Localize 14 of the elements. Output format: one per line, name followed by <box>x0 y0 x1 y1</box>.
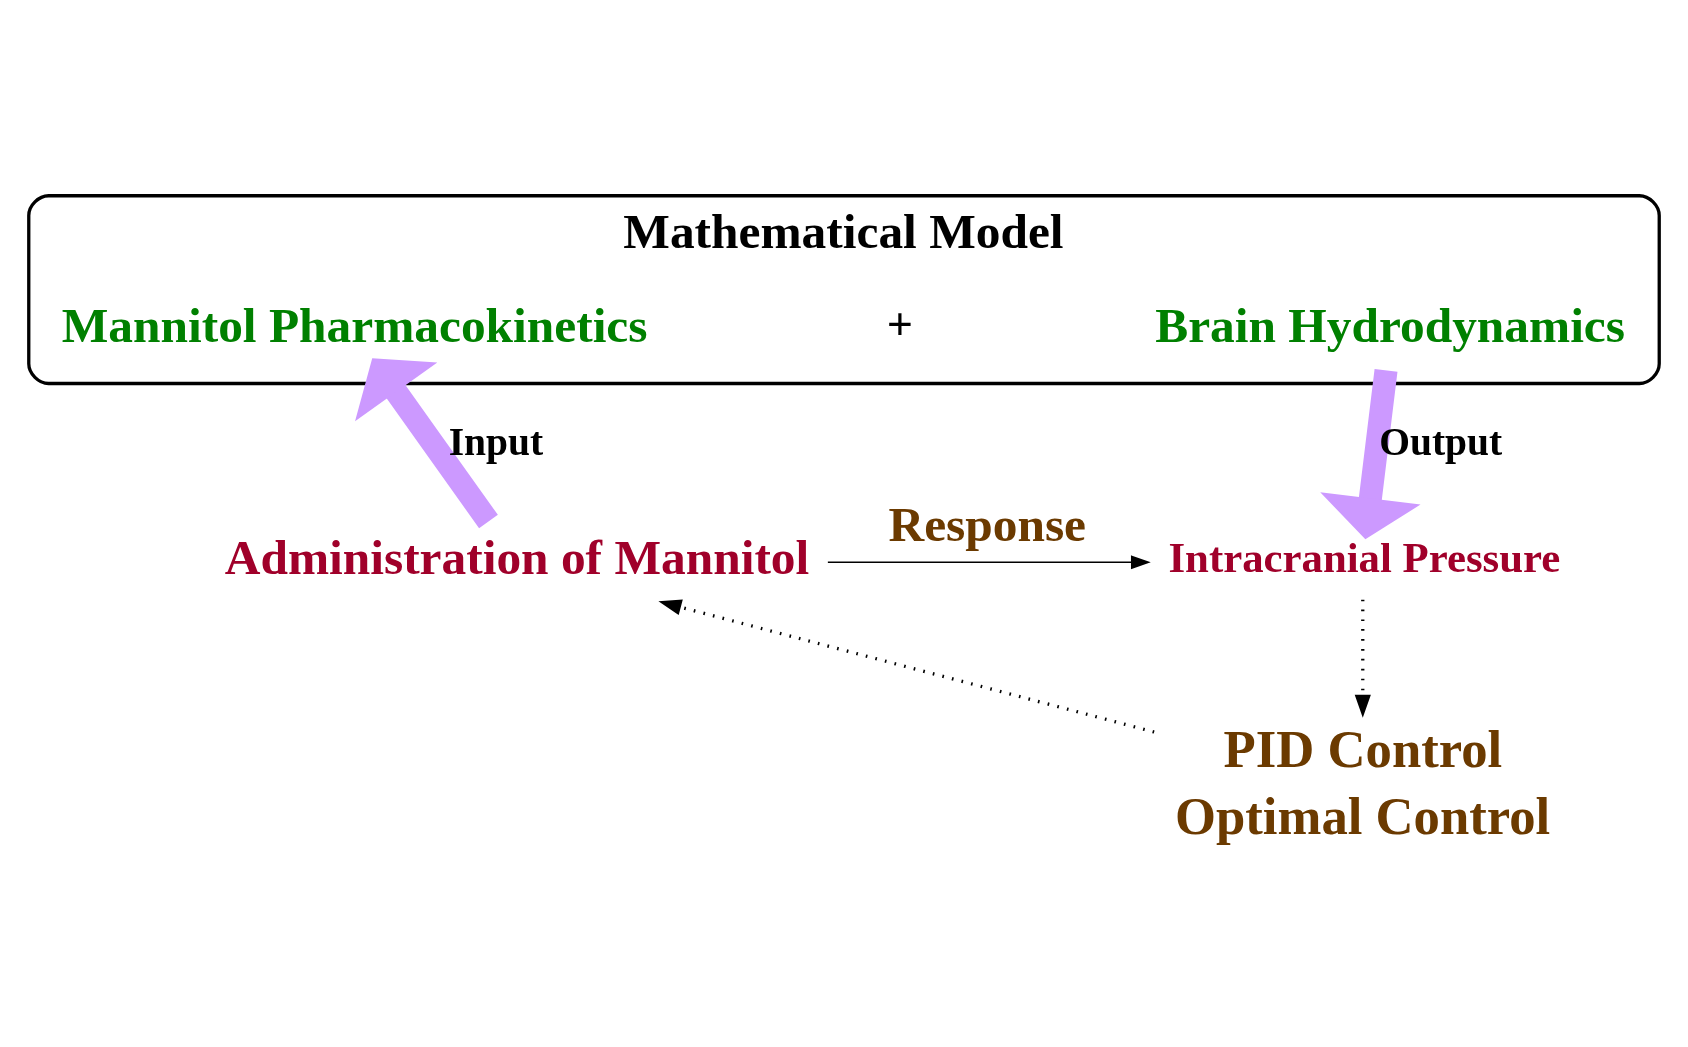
node-text: Administration of Mannitol <box>224 529 810 585</box>
edge-label: Response <box>888 496 1087 552</box>
node-text: Mannitol Pharmacokinetics <box>61 297 648 353</box>
arrow <box>355 358 498 529</box>
edge-label: Output <box>1379 419 1503 464</box>
arrow <box>1354 599 1371 718</box>
arrow <box>1320 369 1421 540</box>
node-text: PID Control Optimal Control <box>1175 719 1551 846</box>
node-text: Brain Hydrodynamics <box>1155 297 1626 353</box>
node-text: Intracranial Pressure <box>1168 533 1561 581</box>
arrow <box>827 555 1151 570</box>
edge-label: Input <box>448 419 544 464</box>
arrow <box>658 599 1155 734</box>
label: + <box>886 298 914 350</box>
